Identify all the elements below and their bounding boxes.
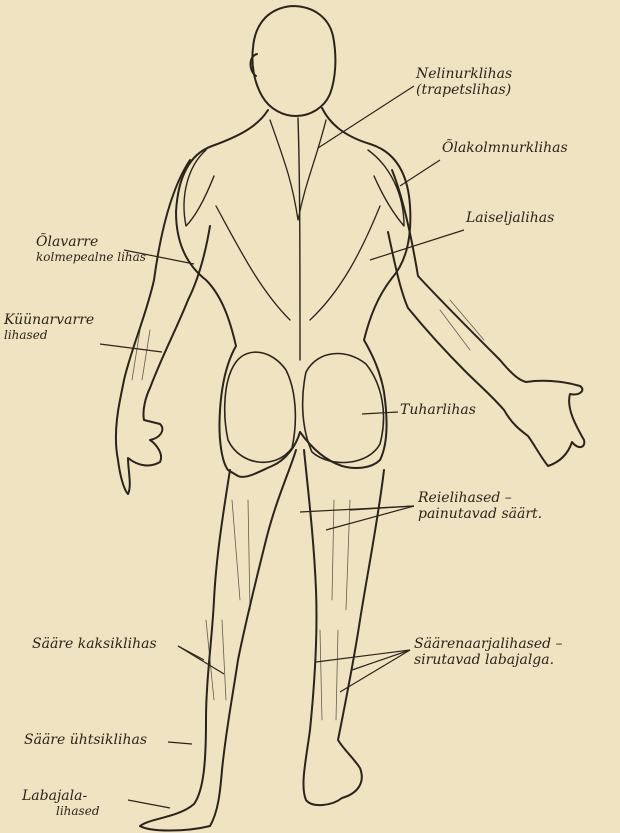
label-soleus: Sääre ühtsiklihas: [24, 732, 147, 748]
leader-calf-2: [178, 646, 224, 674]
leader-trapezius: [318, 86, 414, 148]
torso: [176, 108, 410, 477]
label-trapezius-line2: (trapetslihas): [416, 82, 512, 98]
head: [252, 6, 335, 116]
label-triceps-line2: kolmepealne lihas: [36, 250, 146, 264]
label-gluteus: Tuharlihas: [400, 402, 476, 418]
label-foot-line2: lihased: [22, 804, 100, 818]
spine: [298, 118, 300, 360]
label-forearm: Küünarvarre lihased: [4, 312, 94, 342]
label-deltoid: Õlakolmnurklihas: [442, 140, 568, 156]
label-trapezius-line1: Nelinurklihas: [416, 66, 512, 82]
left-leg: [140, 450, 296, 831]
leader-foot: [128, 800, 170, 808]
label-calf-flexors: Säärenaarjalihased – sirutavad labajalga…: [414, 636, 563, 668]
ear: [250, 54, 257, 76]
label-foot-line1: Labajala-: [22, 788, 100, 804]
gluteus-left: [225, 352, 296, 462]
label-calf: Sääre kaksiklihas: [32, 636, 157, 652]
leader-calf-flexors-1: [316, 650, 410, 662]
leader-gluteus: [362, 412, 398, 414]
label-calf-flexors-line1: Säärenaarjalihased –: [414, 636, 563, 652]
label-trapezius: Nelinurklihas (trapetslihas): [416, 66, 512, 98]
right-leg: [303, 450, 384, 805]
leader-forearm: [100, 344, 162, 352]
leader-latissimus: [370, 230, 464, 260]
leader-deltoid: [400, 160, 440, 186]
label-calf-flexors-line2: sirutavad labajalga.: [414, 652, 563, 668]
label-forearm-line2: lihased: [4, 328, 94, 342]
label-triceps: Õlavarre kolmepealne lihas: [36, 234, 146, 264]
latissimus-shape: [216, 206, 380, 320]
gluteus-right: [303, 354, 384, 463]
label-triceps-line1: Õlavarre: [36, 234, 146, 250]
left-arm: [116, 160, 210, 494]
leader-soleus: [168, 742, 192, 744]
label-hamstrings-line2: painutavad säärt.: [418, 506, 542, 522]
label-foot: Labajala- lihased: [22, 788, 100, 818]
label-hamstrings: Reielihased – painutavad säärt.: [418, 490, 542, 522]
label-forearm-line1: Küünarvarre: [4, 312, 94, 328]
label-latissimus: Laiseljalihas: [466, 210, 554, 226]
label-hamstrings-line1: Reielihased –: [418, 490, 542, 506]
